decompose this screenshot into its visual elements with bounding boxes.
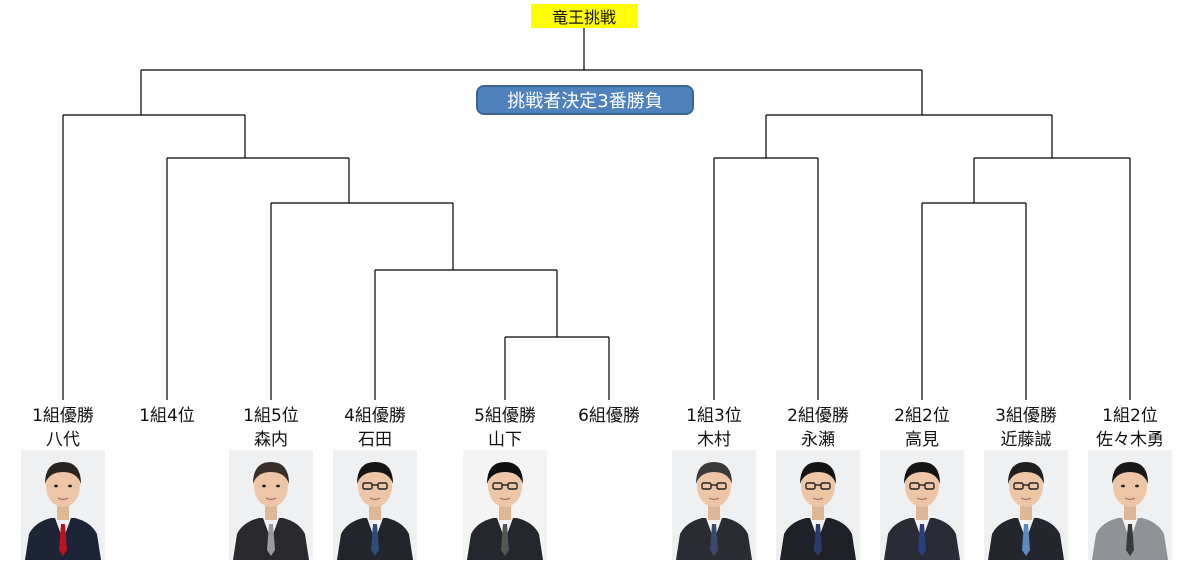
entrant-rank: 3組優勝 <box>995 406 1057 426</box>
entrant-label: 1組4位 <box>107 404 227 428</box>
entrant-label: 1組優勝八代 <box>3 404 123 452</box>
title-badge: 竜王挑戦 <box>531 4 637 28</box>
entrant-rank: 2組2位 <box>894 406 950 426</box>
entrant-name: 永瀬 <box>801 430 835 450</box>
entrant-label: 1組5位森内 <box>211 404 331 452</box>
entrant-name: 木村 <box>697 430 731 450</box>
player-photo <box>776 450 860 560</box>
player-photo <box>672 450 756 560</box>
entrant-name: 佐々木勇 <box>1096 430 1164 450</box>
entrant-name: 近藤誠 <box>1000 430 1052 450</box>
entrant-rank: 4組優勝 <box>344 406 406 426</box>
entrant-rank: 6組優勝 <box>578 406 640 426</box>
entrant-label: 2組優勝永瀬 <box>758 404 878 452</box>
entrant-rank: 1組4位 <box>139 406 195 426</box>
entrant-name: 森内 <box>254 430 288 450</box>
entrant-label: 3組優勝近藤誠 <box>966 404 1086 452</box>
entrant-label: 4組優勝石田 <box>315 404 435 452</box>
entrant-rank: 1組3位 <box>686 406 742 426</box>
entrant-rank: 2組優勝 <box>787 406 849 426</box>
entrant-rank: 1組2位 <box>1102 406 1158 426</box>
entrant-label: 6組優勝 <box>549 404 669 428</box>
entrant-label: 2組2位高見 <box>862 404 982 452</box>
entrant-rank: 1組5位 <box>243 406 299 426</box>
player-photo <box>984 450 1068 560</box>
entrant-name: 石田 <box>358 430 392 450</box>
entrant-rank: 1組優勝 <box>32 406 94 426</box>
entrant-name: 山下 <box>488 430 522 450</box>
entrant-label: 1組3位木村 <box>654 404 774 452</box>
entrant-label: 1組2位佐々木勇 <box>1070 404 1190 452</box>
player-photo <box>880 450 964 560</box>
player-photo <box>463 450 547 560</box>
player-photo <box>1088 450 1172 560</box>
player-photo <box>21 450 105 560</box>
player-photo <box>229 450 313 560</box>
challenger-decider-badge: 挑戦者決定3番勝負 <box>476 85 694 115</box>
player-photo <box>333 450 417 560</box>
entrant-rank: 5組優勝 <box>474 406 536 426</box>
entrant-name: 八代 <box>46 430 80 450</box>
entrant-label: 5組優勝山下 <box>445 404 565 452</box>
entrant-name: 高見 <box>905 430 939 450</box>
